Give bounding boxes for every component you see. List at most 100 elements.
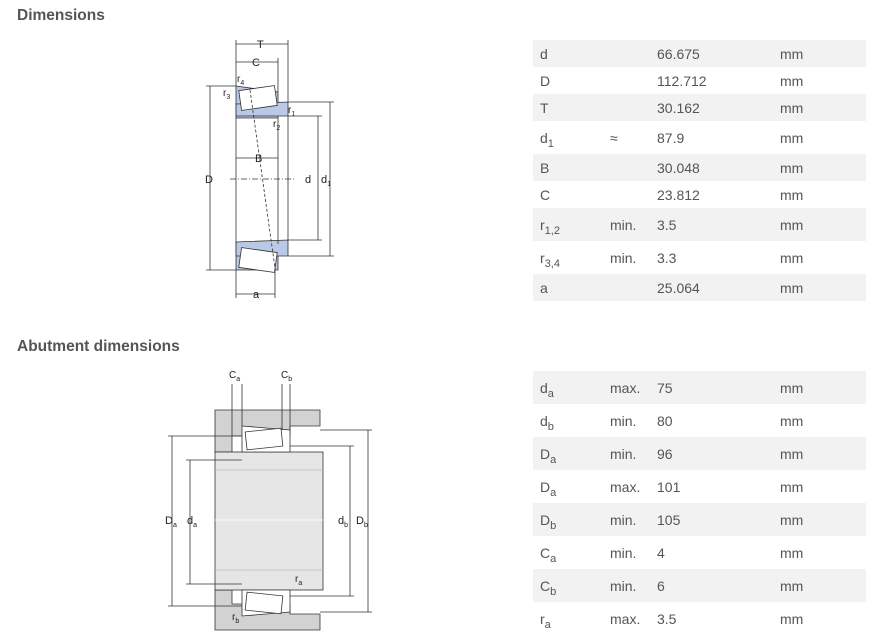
dimensions-title: Dimensions [17, 7, 105, 24]
parameter-qualifier: min. [610, 249, 637, 266]
parameter-symbol: T [533, 94, 610, 121]
parameter-qualifier [610, 67, 657, 94]
parameter-value: 25.064 [657, 274, 780, 301]
parameter-value: 3.5 [657, 610, 677, 627]
parameter-symbol: Da [540, 478, 557, 499]
parameter-qualifier: max. [610, 610, 641, 627]
parameter-symbol: a [533, 274, 610, 301]
parameter-unit: mm [780, 610, 804, 627]
parameter-value: 80 [657, 412, 673, 429]
parameter-qualifier: min. [610, 412, 637, 429]
label-Db: Db [356, 515, 368, 529]
label-C: C [252, 57, 260, 69]
parameter-unit: mm [780, 274, 866, 301]
parameter-value: 30.162 [657, 94, 780, 121]
label-r1: r1 [288, 105, 295, 118]
parameter-value: 112.712 [657, 72, 707, 89]
parameter-symbol: Da [533, 437, 610, 470]
parameter-qualifier: min. [610, 437, 657, 470]
parameter-qualifier [610, 40, 657, 67]
parameter-unit: mm [780, 503, 866, 536]
label-r4: r4 [237, 74, 244, 87]
parameter-value: 3.3 [657, 249, 677, 266]
label-B: B [255, 153, 262, 165]
label-rb: rb [232, 612, 239, 625]
parameter-qualifier: min. [610, 544, 637, 561]
label-D: D [205, 174, 213, 186]
parameter-unit: mm [780, 129, 804, 146]
abutment-diagram: Ca Cb Da da db Db ra rb [165, 370, 372, 631]
label-da: da [187, 515, 197, 529]
parameter-value: 96 [657, 437, 780, 470]
parameter-qualifier: max. [610, 478, 641, 495]
parameter-value: 105 [657, 503, 780, 536]
label-d: d [305, 174, 311, 186]
parameter-value: 4 [657, 544, 665, 561]
parameter-symbol: Ca [540, 544, 557, 565]
parameter-symbol: da [533, 371, 610, 404]
label-ra: ra [295, 574, 302, 587]
parameter-qualifier: max. [610, 371, 657, 404]
parameter-symbol: d1 [540, 129, 554, 150]
parameter-qualifier [610, 154, 657, 181]
parameter-qualifier: min. [610, 569, 657, 602]
label-Ca: Ca [229, 370, 240, 383]
parameter-unit: mm [780, 154, 866, 181]
parameter-qualifier [610, 181, 657, 208]
parameter-symbol: ra [540, 610, 551, 631]
table-row: Da max. 101 mm [533, 470, 866, 503]
label-r2: r2 [273, 119, 280, 132]
parameter-unit: mm [780, 94, 866, 121]
parameter-symbol: db [540, 412, 554, 433]
parameter-unit: mm [780, 40, 866, 67]
label-d1: d1 [321, 174, 331, 188]
label-Cb: Cb [281, 370, 292, 383]
label-a: a [253, 289, 260, 301]
parameter-value: 23.812 [657, 186, 700, 203]
parameter-value: 75 [657, 371, 780, 404]
parameter-value: 3.5 [657, 208, 780, 241]
bearing-dimension-diagram: T C r4 r3 r1 r2 B D d d1 a [205, 39, 334, 301]
parameter-symbol: D [540, 72, 551, 89]
parameter-symbol: r1,2 [533, 208, 610, 241]
table-row: db min. 80 mm [533, 404, 866, 437]
parameter-qualifier: min. [610, 503, 657, 536]
parameter-symbol: Db [533, 503, 610, 536]
label-r3: r3 [223, 88, 230, 101]
parameter-symbol: r3,4 [540, 249, 560, 270]
parameter-unit: mm [780, 412, 804, 429]
parameter-symbol: B [533, 154, 610, 181]
parameter-value: 101 [657, 478, 681, 495]
parameter-symbol: Cb [533, 569, 610, 602]
table-row: C 23.812 mm [533, 181, 866, 208]
parameter-qualifier [610, 274, 657, 301]
parameter-qualifier: ≈ [610, 129, 618, 146]
parameter-unit: mm [780, 186, 804, 203]
parameter-symbol: d [533, 40, 610, 67]
parameter-value: 30.048 [657, 154, 780, 181]
parameter-unit: mm [780, 371, 866, 404]
label-T: T [257, 39, 264, 51]
parameter-unit: mm [780, 478, 804, 495]
parameter-symbol: C [540, 186, 551, 203]
parameter-value: 6 [657, 569, 780, 602]
parameter-unit: mm [780, 569, 866, 602]
parameter-value: 66.675 [657, 40, 780, 67]
parameter-qualifier [610, 94, 657, 121]
abutment-title: Abutment dimensions [17, 338, 180, 355]
